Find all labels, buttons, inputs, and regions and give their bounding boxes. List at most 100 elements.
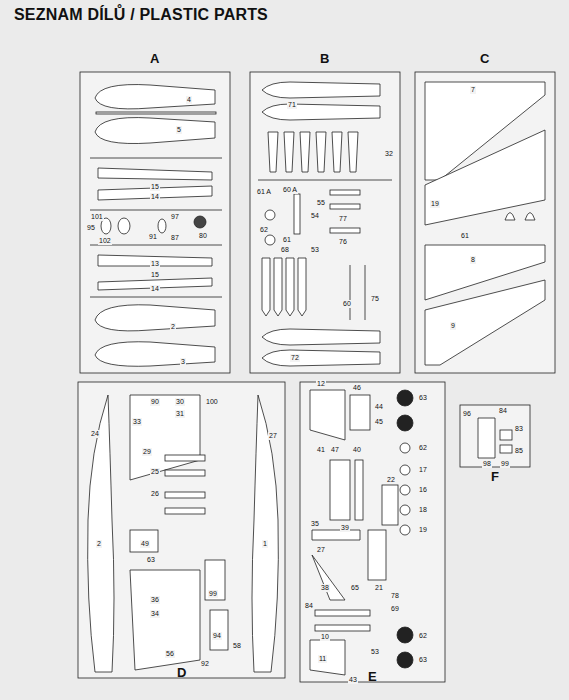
part-number: 35 xyxy=(310,520,320,528)
part-number: 77 xyxy=(338,215,348,223)
part-number: 98 xyxy=(482,460,492,468)
part-number: 46 xyxy=(352,384,362,392)
part-number: 18 xyxy=(418,506,428,514)
part-number: 39 xyxy=(340,524,350,532)
part-number: 34 xyxy=(150,610,160,618)
part-number: 41 xyxy=(316,446,326,454)
page-title: SEZNAM DÍLŮ / PLASTIC PARTS xyxy=(14,6,268,24)
part-number: 76 xyxy=(338,238,348,246)
part-number: 91 xyxy=(148,233,158,241)
part-number: 99 xyxy=(500,460,510,468)
part-number: 13 xyxy=(150,260,160,268)
part-number: 65 xyxy=(350,584,360,592)
sprue-letter: B xyxy=(320,51,329,66)
part-number: 49 xyxy=(140,540,150,548)
sprue-frame: C xyxy=(415,72,555,373)
part-number: 30 xyxy=(175,398,185,406)
part-number: 32 xyxy=(384,150,394,158)
part-number: 8 xyxy=(470,256,476,264)
part-number: 84 xyxy=(304,602,314,610)
sprue-letter: D xyxy=(177,665,186,680)
part-number: 21 xyxy=(374,584,384,592)
part-number: 80 xyxy=(198,232,208,240)
part-number: 101 xyxy=(90,213,104,221)
part-number: 44 xyxy=(374,403,384,411)
part-number: 54 xyxy=(310,212,320,220)
part-number: 40 xyxy=(352,446,362,454)
part-number: 60 xyxy=(342,300,352,308)
part-number: 14 xyxy=(150,285,160,293)
part-number: 85 xyxy=(514,447,524,455)
part-number: 100 xyxy=(205,398,219,406)
part-number: 12 xyxy=(316,380,326,388)
part-number: 43 xyxy=(348,676,358,684)
part-number: 61 xyxy=(282,236,292,244)
part-number: 68 xyxy=(280,246,290,254)
part-number: 61 A xyxy=(256,188,272,196)
sprue-letter: F xyxy=(491,469,499,484)
part-number: 62 xyxy=(418,632,428,640)
part-number: 92 xyxy=(200,660,210,668)
sprue-letter: C xyxy=(480,51,489,66)
part-number: 2 xyxy=(170,323,176,331)
part-number: 15 xyxy=(150,271,160,279)
part-number: 33 xyxy=(132,418,142,426)
part-number: 71 xyxy=(287,101,297,109)
part-number: 83 xyxy=(514,425,524,433)
part-number: 27 xyxy=(316,546,326,554)
part-number: 90 xyxy=(150,398,160,406)
part-number: 97 xyxy=(170,213,180,221)
part-number: 24 xyxy=(90,430,100,438)
part-number: 94 xyxy=(212,632,222,640)
part-number: 14 xyxy=(150,193,160,201)
part-number: 56 xyxy=(165,650,175,658)
part-number: 19 xyxy=(430,200,440,208)
part-number: 27 xyxy=(268,432,278,440)
part-number: 63 xyxy=(418,394,428,402)
part-number: 95 xyxy=(86,224,96,232)
part-number: 38 xyxy=(320,584,330,592)
part-number: 72 xyxy=(290,354,300,362)
part-number: 96 xyxy=(462,410,472,418)
part-number: 3 xyxy=(180,358,186,366)
part-number: 1 xyxy=(262,540,268,548)
part-number: 19 xyxy=(418,526,428,534)
part-number: 36 xyxy=(150,596,160,604)
part-number: 53 xyxy=(310,246,320,254)
part-number: 99 xyxy=(208,590,218,598)
part-number: 47 xyxy=(330,446,340,454)
part-number: 63 xyxy=(418,656,428,664)
part-number: 62 xyxy=(259,226,269,234)
part-number: 63 xyxy=(146,556,156,564)
part-number: 16 xyxy=(418,486,428,494)
part-number: 5 xyxy=(176,126,182,134)
sprue-frame: D xyxy=(78,382,285,678)
part-number: 62 xyxy=(418,444,428,452)
part-number: 2 xyxy=(96,540,102,548)
sprue-letter: A xyxy=(150,51,159,66)
sprue-frame: A xyxy=(80,72,230,373)
part-number: 7 xyxy=(470,86,476,94)
part-number: 58 xyxy=(232,642,242,650)
part-number: 75 xyxy=(370,295,380,303)
part-number: 9 xyxy=(450,322,456,330)
part-number: 60 A xyxy=(282,186,298,194)
sprue-frame: B xyxy=(250,72,400,373)
part-number: 78 xyxy=(390,592,400,600)
part-number: 102 xyxy=(98,237,112,245)
part-number: 53 xyxy=(370,648,380,656)
part-number: 25 xyxy=(150,468,160,476)
part-number: 29 xyxy=(142,448,152,456)
part-number: 69 xyxy=(390,605,400,613)
part-number: 84 xyxy=(498,407,508,415)
part-number: 22 xyxy=(386,476,396,484)
part-number: 45 xyxy=(374,418,384,426)
part-number: 4 xyxy=(186,96,192,104)
part-number: 31 xyxy=(175,410,185,418)
part-number: 11 xyxy=(318,655,327,663)
part-number: 10 xyxy=(320,633,330,641)
part-number: 87 xyxy=(170,234,180,242)
part-number: 26 xyxy=(150,490,160,498)
part-number: 55 xyxy=(316,199,326,207)
